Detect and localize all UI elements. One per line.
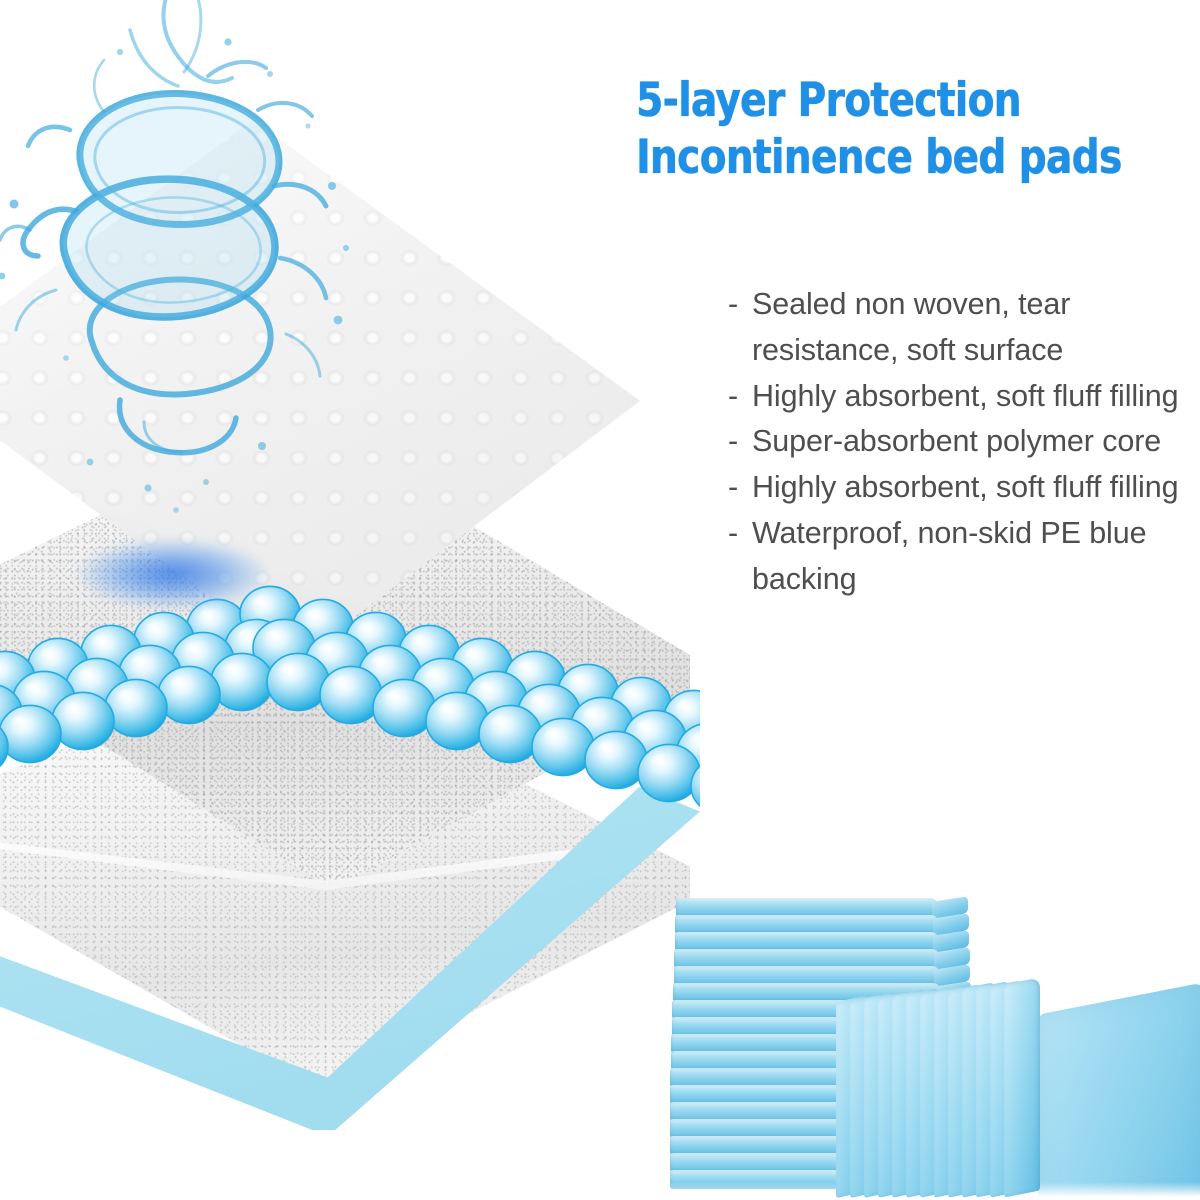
- polymer-bead-highlight: [91, 634, 117, 655]
- pad-sheet: [676, 898, 938, 917]
- feature-text: Waterproof, non-skid PE blue backing: [752, 515, 1147, 596]
- product-photo: [648, 888, 1200, 1200]
- bullet-marker-icon: -: [728, 470, 739, 504]
- polymer-bead-highlight: [317, 641, 344, 663]
- polymer-bead-highlight: [568, 673, 595, 694]
- bullet-marker-icon: -: [728, 515, 739, 550]
- bullet-marker-icon: -: [728, 287, 739, 321]
- polymer-bead-highlight: [621, 686, 648, 707]
- polymer-bead-chevron: [0, 585, 754, 816]
- polymer-bead-highlight: [582, 706, 609, 728]
- polymer-bead-highlight: [183, 641, 210, 663]
- polymer-bead-highlight: [331, 675, 358, 697]
- list-item: - Highly absorbent, soft fluff filling: [728, 374, 1194, 420]
- feature-text: Highly absorbent, soft fluff filling: [752, 378, 1179, 413]
- polymer-bead-highlight: [649, 753, 676, 775]
- polymer-bead-highlight: [476, 680, 503, 702]
- pad-sheet: [675, 915, 939, 934]
- bullet-marker-icon: -: [728, 424, 739, 459]
- list-item: - Sealed non woven, tear resistance, sof…: [728, 282, 1194, 374]
- layer-pe-blue-backing: [0, 780, 700, 1130]
- page-title: 5-layer Protection Incontinence bed pads: [636, 72, 1151, 187]
- polymer-bead-highlight: [116, 688, 143, 710]
- polymer-bead-highlight: [462, 647, 489, 668]
- polymer-bead-highlight: [370, 654, 397, 676]
- feature-text: Super-absorbent polymer core: [752, 424, 1162, 459]
- polymer-bead-highlight: [63, 701, 90, 723]
- polymer-bead-highlight: [674, 699, 701, 720]
- list-item: - Waterproof, non-skid PE blue backing: [728, 511, 1194, 603]
- pad-sheet: [673, 966, 941, 985]
- polymer-bead-highlight: [169, 675, 196, 697]
- title-line-2: Incontinence bed pads: [636, 130, 1122, 186]
- polymer-bead-highlight: [596, 740, 623, 762]
- polymer-bead-highlight: [529, 693, 556, 715]
- polymer-bead-highlight: [264, 628, 291, 650]
- feature-text: Highly absorbent, soft fluff filling: [752, 470, 1179, 504]
- polymer-bead-highlight: [384, 688, 411, 710]
- feature-list: - Sealed non woven, tear resistance, sof…: [728, 282, 1194, 602]
- feature-text: Sealed non woven, tear resistance, soft …: [752, 287, 1071, 367]
- polymer-bead-highlight: [144, 621, 170, 642]
- polymer-bead-highlight: [437, 701, 464, 723]
- polymer-bead: [0, 726, 9, 768]
- water-impact-glow: [80, 540, 265, 608]
- polymer-bead-highlight: [130, 654, 157, 676]
- pad-fan: [836, 974, 1200, 1200]
- polymer-bead-highlight: [303, 608, 329, 629]
- polymer-bead-highlight: [356, 621, 383, 642]
- polymer-bead-highlight: [635, 719, 662, 741]
- polymer-bead-highlight: [24, 680, 51, 702]
- pad-sheet: [674, 932, 940, 951]
- title-line-1: 5-layer Protection: [636, 73, 1021, 128]
- pad-sheet: [1004, 977, 1040, 1198]
- polymer-bead-highlight: [515, 660, 542, 681]
- polymer-bead-highlight: [490, 714, 517, 736]
- pad-front-sheet: [1038, 982, 1200, 1200]
- polymer-bead-highlight: [38, 647, 64, 668]
- polymer-bead-highlight: [10, 714, 37, 736]
- polymer-bead-highlight: [197, 608, 223, 629]
- bullet-marker-icon: -: [728, 378, 739, 413]
- polymer-bead-highlight: [0, 660, 11, 681]
- polymer-bead-highlight: [278, 662, 305, 684]
- polymer-bead-highlight: [222, 662, 249, 684]
- list-item: - Super-absorbent polymer core: [728, 419, 1194, 465]
- polymer-bead-highlight: [250, 595, 276, 616]
- list-item: - Highly absorbent, soft fluff filling: [728, 465, 1194, 511]
- text-panel: 5-layer Protection Incontinence bed pads: [636, 72, 1196, 187]
- polymer-bead-highlight: [409, 634, 436, 655]
- pad-sheet: [674, 949, 940, 968]
- polymer-bead-highlight: [77, 667, 104, 689]
- polymer-bead-highlight: [423, 667, 450, 689]
- polymer-bead-highlight: [543, 727, 570, 749]
- layer-sap-polymer-core: [0, 550, 754, 910]
